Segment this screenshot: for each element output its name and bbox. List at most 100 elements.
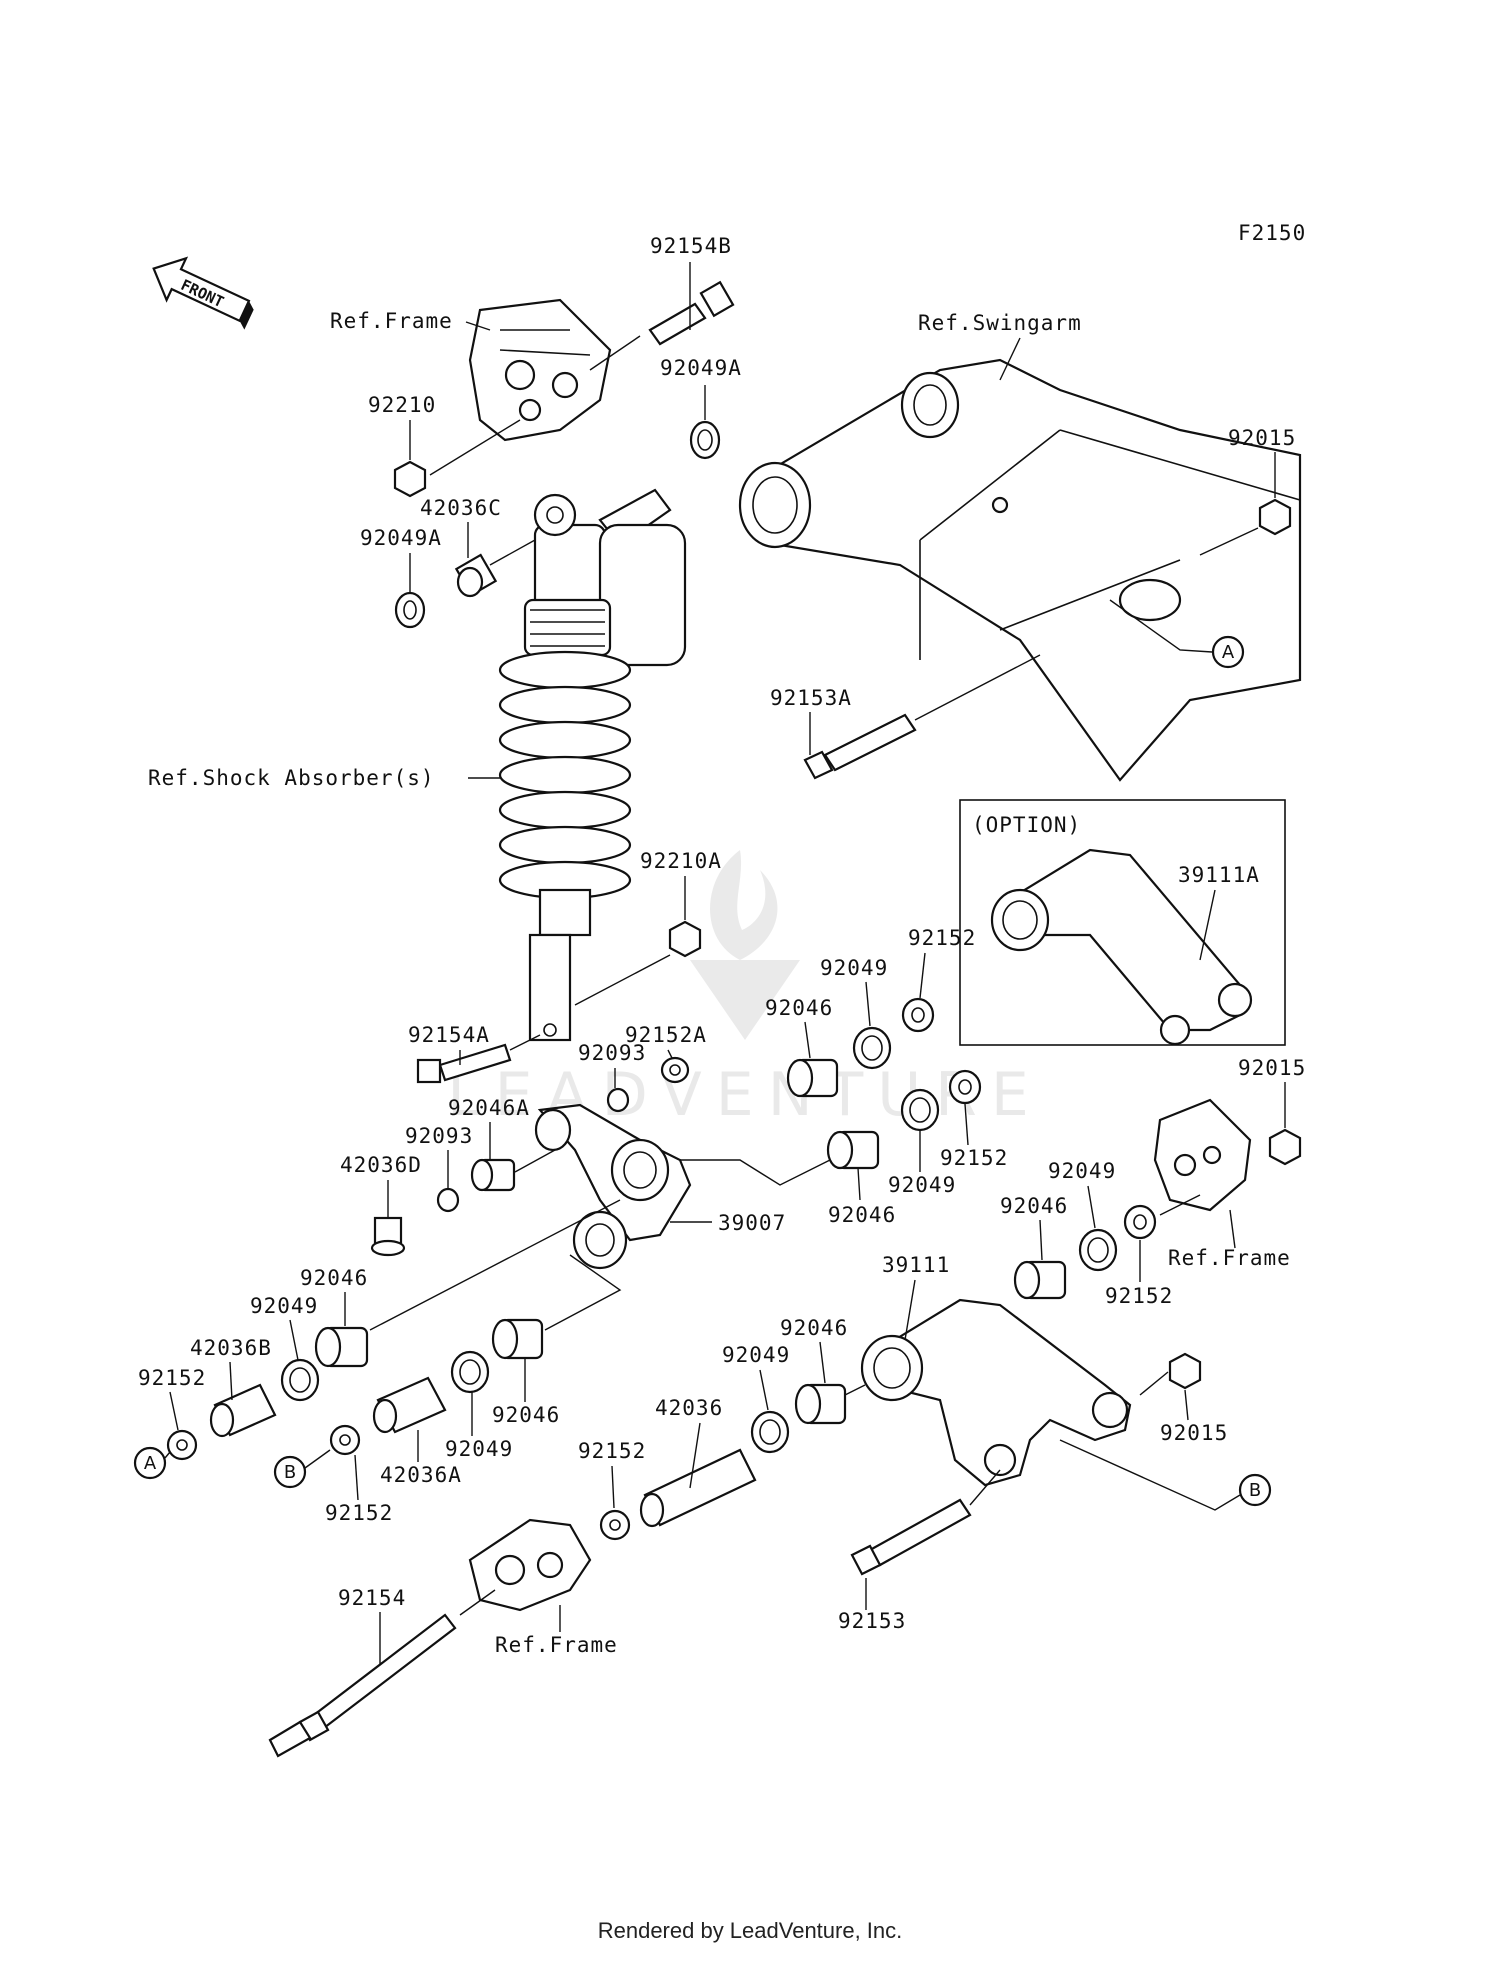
collar-42036C	[454, 553, 498, 598]
link-39111	[860, 1298, 1132, 1487]
part-92015-mid: 92015	[1238, 1056, 1306, 1080]
nut-92015-bot	[1168, 1352, 1202, 1390]
option-box: (OPTION)	[959, 799, 1286, 1046]
washer-92049-b	[900, 1088, 940, 1132]
part-92049A-top: 92049A	[660, 356, 742, 380]
collar-42036B	[209, 1383, 277, 1438]
callout-b-left: B	[273, 1455, 307, 1489]
shock-absorber	[498, 488, 687, 1042]
part-92152-c: 92152	[1105, 1284, 1173, 1308]
bolt-92153	[850, 1498, 972, 1576]
svg-text:B: B	[284, 1462, 296, 1483]
part-42036C: 42036C	[420, 496, 502, 520]
washer-92152-a	[901, 997, 935, 1033]
bearing-92046-a	[786, 1058, 839, 1098]
ref-frame-bottom: Ref.Frame	[495, 1633, 618, 1657]
part-92093-a: 92093	[578, 1041, 646, 1065]
part-92154A: 92154A	[408, 1023, 490, 1047]
swingarm	[738, 358, 1302, 782]
rocker-39007	[534, 1103, 692, 1270]
part-92210A: 92210A	[640, 849, 722, 873]
bolt-92154	[268, 1613, 457, 1758]
nut-92015-top	[1258, 498, 1292, 536]
ring-92093-a	[606, 1087, 630, 1113]
part-92015-bot: 92015	[1160, 1421, 1228, 1445]
ring-92093-b	[436, 1187, 460, 1213]
washer-92049A-top	[689, 420, 721, 460]
part-42036A: 42036A	[380, 1463, 462, 1487]
bolt-92154A	[416, 1043, 512, 1084]
part-92046-a: 92046	[765, 996, 833, 1020]
part-92049-f: 92049	[722, 1343, 790, 1367]
washer-92152-b	[948, 1069, 982, 1105]
collar-42036A	[372, 1376, 447, 1434]
nut-92015-mid	[1268, 1128, 1302, 1166]
svg-text:B: B	[1249, 1480, 1261, 1501]
bearing-92046-f	[794, 1383, 847, 1425]
bolt-92153A	[803, 713, 917, 780]
callout-a-upper: A	[1211, 635, 1245, 669]
bearing-92046-c	[1013, 1260, 1067, 1300]
part-92046A: 92046A	[448, 1096, 530, 1120]
bearing-92046-e	[491, 1318, 544, 1360]
part-92210: 92210	[368, 393, 436, 417]
frame-top-bracket	[468, 298, 612, 442]
washer-92049-c	[1078, 1228, 1118, 1272]
ref-swingarm: Ref.Swingarm	[918, 311, 1082, 335]
ref-frame-top: Ref.Frame	[330, 309, 453, 333]
part-42036B: 42036B	[190, 1336, 272, 1360]
washer-92049A-left	[394, 591, 426, 629]
part-92152-b: 92152	[940, 1146, 1008, 1170]
ref-shock-absorber: Ref.Shock Absorber(s)	[148, 766, 435, 790]
frame-right-bracket	[1153, 1098, 1252, 1212]
part-92049-c: 92049	[1048, 1159, 1116, 1183]
washer-92049-e	[450, 1350, 490, 1394]
footer-credit: Rendered by LeadVenture, Inc.	[597, 1918, 903, 1943]
svg-text:A: A	[144, 1453, 157, 1474]
part-92093-b: 92093	[405, 1124, 473, 1148]
nut-92210A	[668, 920, 702, 958]
part-39007: 39007	[718, 1211, 786, 1235]
washer-92049-a	[852, 1026, 892, 1070]
part-92046-e: 92046	[492, 1403, 560, 1427]
nut-92210	[393, 460, 427, 498]
bearing-92046-d	[314, 1326, 369, 1368]
part-92152-e: 92152	[325, 1501, 393, 1525]
part-92049A-left: 92049A	[360, 526, 442, 550]
part-92154B: 92154B	[650, 234, 732, 258]
washer-92049-f	[750, 1410, 790, 1454]
part-92049-a: 92049	[820, 956, 888, 980]
frame-bottom-bracket	[468, 1518, 592, 1612]
part-42036D: 42036D	[340, 1153, 422, 1177]
bearing-92046A	[470, 1158, 516, 1192]
bolt-92154B	[648, 280, 735, 346]
part-92153A: 92153A	[770, 686, 852, 710]
washer-92049-d	[280, 1358, 320, 1402]
part-92046-b: 92046	[828, 1203, 896, 1227]
part-92152-f: 92152	[578, 1439, 646, 1463]
part-92046-f: 92046	[780, 1316, 848, 1340]
svg-text:A: A	[1222, 642, 1235, 663]
collar-42036D	[370, 1216, 406, 1257]
washer-92152-e	[329, 1424, 361, 1456]
part-92046-c: 92046	[1000, 1194, 1068, 1218]
part-92152A: 92152A	[625, 1023, 707, 1047]
part-42036: 42036	[655, 1396, 723, 1420]
part-92046-d: 92046	[300, 1266, 368, 1290]
part-92154: 92154	[338, 1586, 406, 1610]
option-label: (OPTION)	[972, 813, 1081, 837]
bearing-92046-b	[826, 1130, 880, 1170]
part-92049-e: 92049	[445, 1437, 513, 1461]
collar-42036	[639, 1448, 757, 1528]
callout-b-right: B	[1238, 1473, 1272, 1507]
washer-92152-c	[1123, 1204, 1157, 1240]
part-92152-a: 92152	[908, 926, 976, 950]
figure-code: F2150	[1238, 221, 1306, 245]
washer-92152-d	[166, 1429, 198, 1461]
part-92015-top: 92015	[1228, 426, 1296, 450]
washer-92152-f	[599, 1509, 631, 1541]
part-39111: 39111	[882, 1253, 950, 1277]
part-92153: 92153	[838, 1609, 906, 1633]
part-92049-b: 92049	[888, 1173, 956, 1197]
